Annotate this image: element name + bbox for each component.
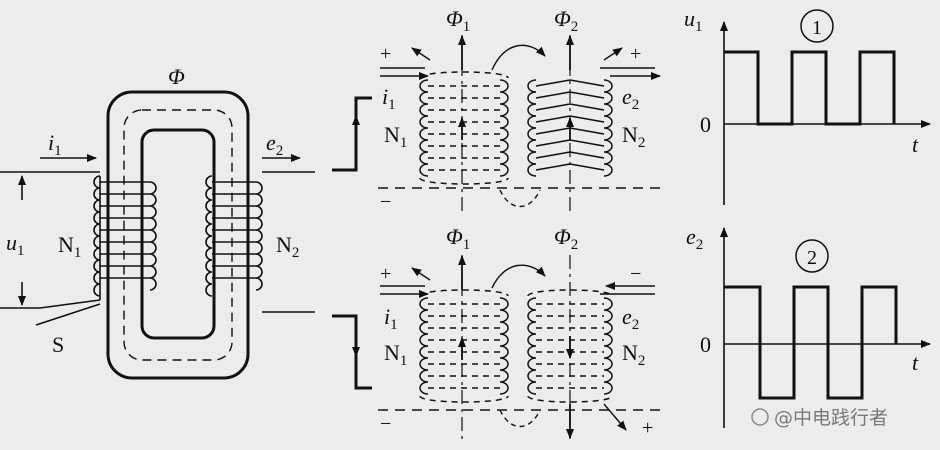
top-plus-right: + bbox=[630, 43, 641, 65]
primary-leads bbox=[0, 171, 101, 326]
primary-winding bbox=[93, 175, 157, 300]
bottom-flux2-label: Φ2 bbox=[554, 224, 578, 253]
emf-e2-label: e2 bbox=[266, 130, 283, 159]
top-i1-label: i1 bbox=[382, 84, 396, 113]
bottom-plus-left: + bbox=[380, 263, 391, 285]
secondary-leads bbox=[262, 171, 315, 313]
n2-label: N2 bbox=[276, 232, 299, 261]
watermark-text: @中电践行者 bbox=[774, 407, 888, 429]
bottom-minus-left: − bbox=[380, 413, 391, 435]
flux-label: Φ bbox=[168, 64, 185, 89]
u1-axis-label: u1 bbox=[684, 6, 703, 35]
voltage-u1-label: u1 bbox=[6, 230, 25, 259]
top-e2-label: e2 bbox=[622, 84, 639, 113]
bottom-plus-right: + bbox=[642, 417, 653, 439]
bottom-i1-label: i1 bbox=[384, 304, 398, 333]
top-plus-left: + bbox=[380, 43, 391, 65]
top-n1-label: N1 bbox=[384, 122, 407, 151]
secondary-winding bbox=[205, 175, 263, 297]
marker-circle-1 bbox=[800, 9, 834, 43]
step-up-symbol bbox=[332, 96, 372, 172]
e2-t-label: t bbox=[912, 350, 919, 375]
top-minus-left: − bbox=[380, 191, 391, 213]
u1-t-label: t bbox=[912, 132, 919, 157]
marker-circle-1-label: 1 bbox=[812, 17, 822, 39]
top-flux2-label: Φ2 bbox=[554, 6, 578, 35]
top-coil-n2 bbox=[527, 79, 613, 177]
core-outer bbox=[106, 90, 250, 380]
switch-label: S bbox=[52, 332, 64, 357]
e2-zero-label: 0 bbox=[700, 332, 711, 357]
transformer-core-group: Φ i1 e2 u1 N1 N2 S bbox=[0, 64, 315, 380]
e2-square-wave bbox=[724, 285, 898, 400]
coil-view-bottom: + − − + Φ1 Φ2 i1 e2 N1 N2 bbox=[332, 224, 660, 440]
u1-zero-label: 0 bbox=[700, 112, 711, 137]
bottom-e2-label: e2 bbox=[622, 304, 639, 333]
marker-circle-2 bbox=[795, 239, 829, 273]
bottom-coil-n2 bbox=[527, 289, 613, 403]
e2-axis-label: e2 bbox=[686, 224, 703, 253]
top-n2-label: N2 bbox=[622, 122, 645, 151]
coil-view-top: + + − Φ1 Φ2 i1 e2 N1 N2 bbox=[332, 6, 661, 215]
watermark-icon bbox=[751, 408, 769, 426]
u1-square-wave bbox=[724, 50, 896, 126]
top-flux1-label: Φ1 bbox=[446, 6, 470, 35]
step-down-symbol bbox=[332, 314, 372, 390]
top-coil-n1 bbox=[419, 71, 509, 185]
waveform-e2: e2 0 t 2 bbox=[686, 224, 931, 428]
bottom-n1-label: N1 bbox=[384, 340, 407, 369]
current-i1-label: i1 bbox=[48, 130, 62, 159]
marker-circle-2-label: 2 bbox=[807, 247, 817, 269]
watermark: @中电践行者 bbox=[751, 407, 888, 429]
bottom-coil-n1 bbox=[419, 289, 509, 403]
bottom-n2-label: N2 bbox=[622, 340, 645, 369]
bottom-minus-right: − bbox=[630, 263, 641, 285]
waveform-u1: u1 0 t 1 bbox=[684, 6, 931, 205]
bottom-flux1-label: Φ1 bbox=[446, 224, 470, 253]
flux-path-dashed bbox=[123, 109, 233, 361]
core-inner bbox=[140, 128, 216, 340]
n1-label: N1 bbox=[58, 232, 81, 261]
